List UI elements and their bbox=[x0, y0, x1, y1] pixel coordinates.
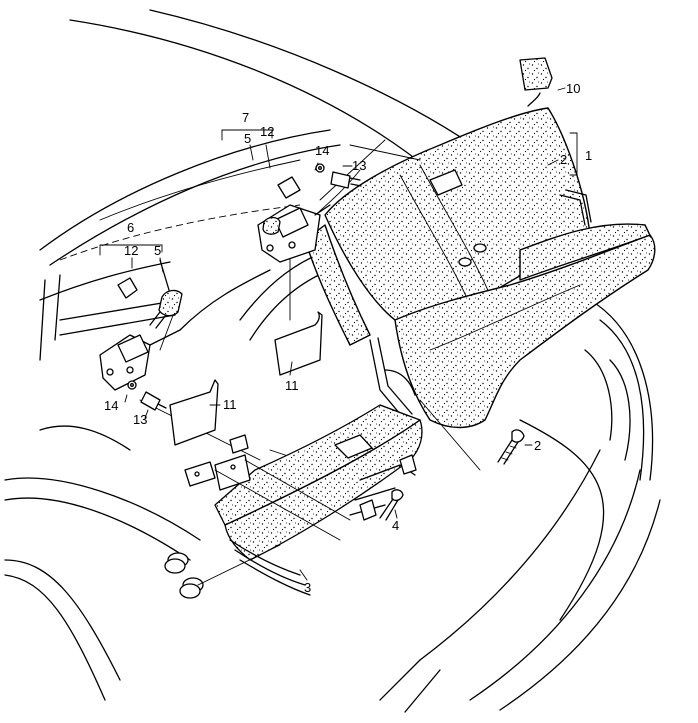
callout-11-center: 11 bbox=[285, 378, 299, 393]
floor-plugs bbox=[164, 552, 204, 599]
callout-5-left: 5 bbox=[154, 243, 161, 258]
callout-11-lower: 11 bbox=[223, 397, 237, 412]
seat-cushion bbox=[394, 223, 656, 429]
callout-5-right: 5 bbox=[244, 131, 251, 146]
callout-13-right: 13 bbox=[352, 158, 366, 173]
seat-frame-rail bbox=[369, 189, 592, 421]
car-body-outline bbox=[4, 9, 661, 713]
screw-2 bbox=[497, 429, 525, 465]
base-hinge-brackets bbox=[184, 434, 251, 491]
callout-6: 6 bbox=[127, 220, 134, 235]
callout-12-right: 12 bbox=[260, 124, 274, 139]
callout-labels: 10 1 2 7 5 12 14 13 6 12 5 11 14 13 11 2… bbox=[104, 81, 592, 595]
callout-2-bracket: 2 bbox=[560, 152, 567, 167]
callout-10: 10 bbox=[566, 81, 580, 96]
callout-12-left: 12 bbox=[124, 243, 138, 258]
leader-lines bbox=[159, 139, 481, 586]
left-hinge-assembly bbox=[99, 269, 271, 391]
trim-covers bbox=[169, 311, 323, 446]
seat-base bbox=[214, 404, 423, 596]
callout-2-screw: 2 bbox=[534, 438, 541, 453]
callout-14-right: 14 bbox=[315, 143, 329, 158]
callout-13-left: 13 bbox=[133, 412, 147, 427]
washers-and-bolts bbox=[127, 163, 362, 411]
bracket-part-10 bbox=[519, 57, 553, 107]
callout-14-left: 14 bbox=[104, 398, 118, 413]
callout-7: 7 bbox=[242, 110, 249, 125]
callout-4: 4 bbox=[392, 518, 399, 533]
callout-1: 1 bbox=[585, 148, 592, 163]
screw-4 bbox=[379, 489, 404, 521]
right-hinge-assembly bbox=[257, 176, 331, 263]
callout-brackets bbox=[99, 87, 578, 519]
callout-3: 3 bbox=[304, 580, 311, 595]
